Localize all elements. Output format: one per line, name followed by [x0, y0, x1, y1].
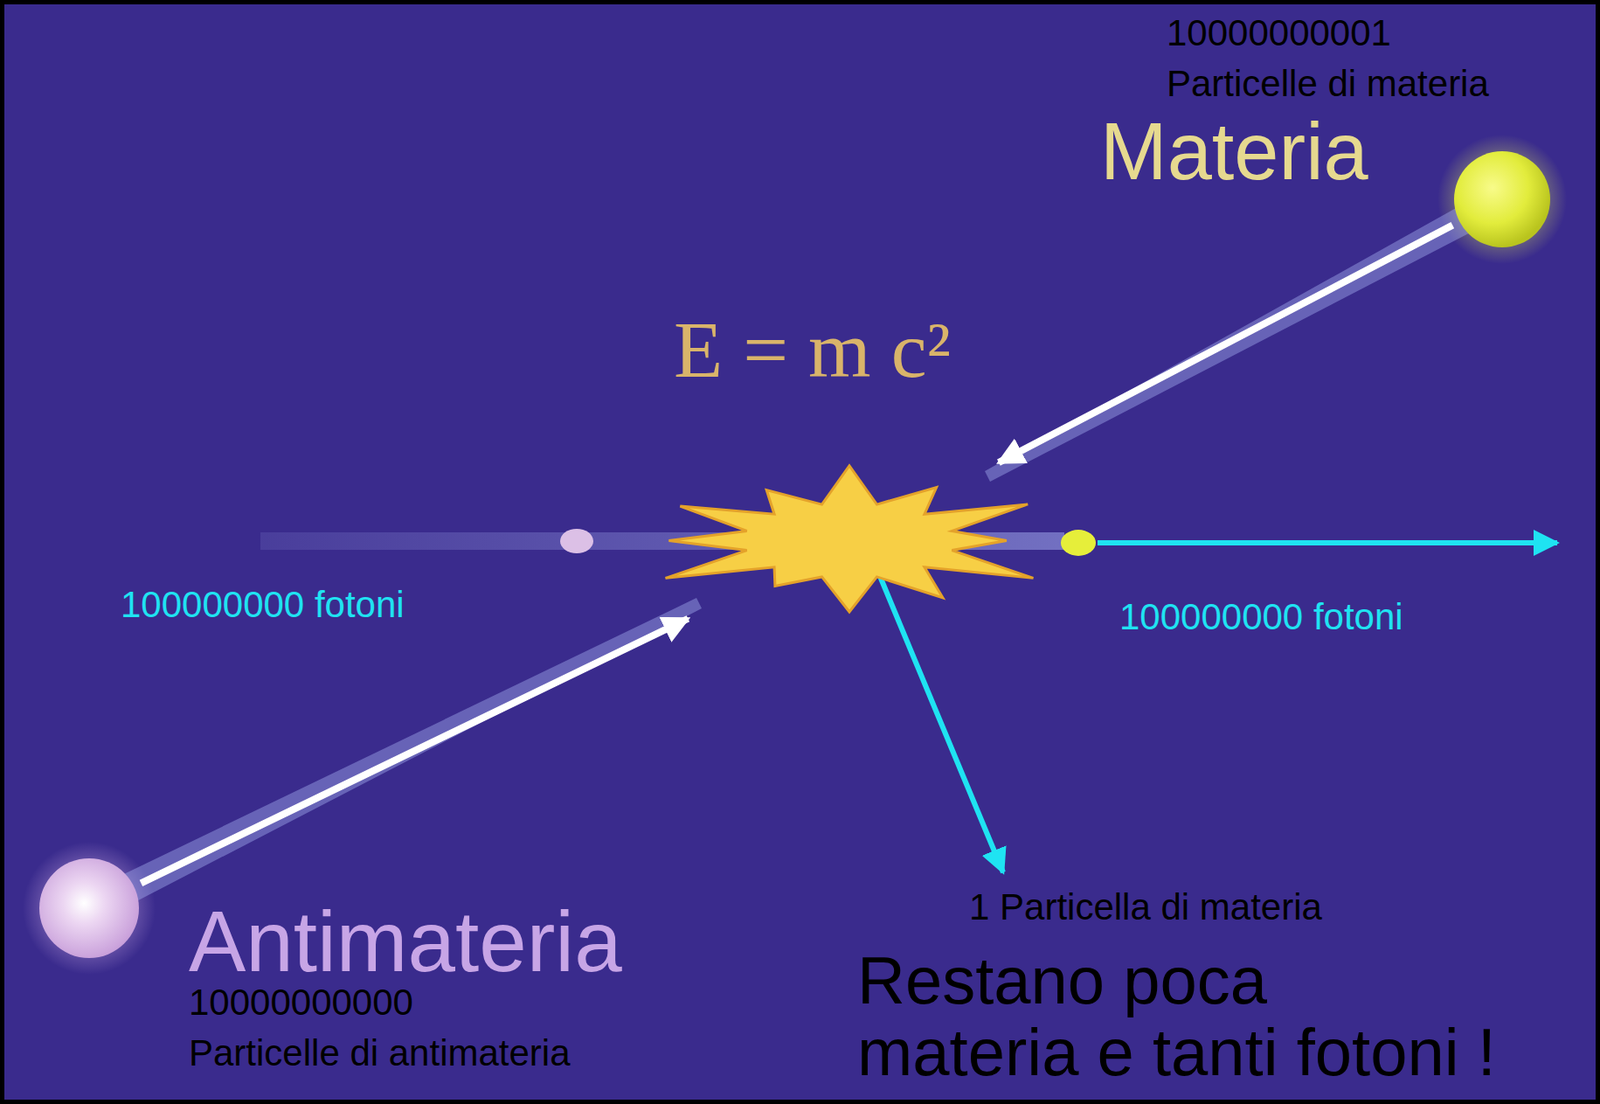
matter-blob: [1060, 529, 1096, 556]
photon-count: 100000000 fotoni: [1119, 595, 1404, 639]
matter-glow: [1437, 134, 1567, 264]
photon-arrow: [1097, 540, 1558, 546]
matter-arrow: [872, 559, 1004, 873]
particle-ball: [1454, 151, 1551, 248]
antimatter-glow: [22, 841, 156, 975]
matter-particle: Materia: [1453, 150, 1552, 249]
photon-count: 100000000 fotoni: [120, 582, 405, 627]
matter-beam: [984, 186, 1510, 482]
particle-count: 10000000001 Particelle di materia: [1166, 7, 1490, 110]
conclusion-note: Restano poca materia e tanti fotoni !: [857, 944, 1497, 1088]
particle-ball: [39, 858, 139, 958]
background: [4, 4, 1596, 1100]
flow-arrow: [998, 225, 1453, 463]
antimatter-heading: Antimateria: [188, 898, 623, 984]
particle-shape: [1453, 150, 1552, 249]
matter-heading: Materia: [1100, 110, 1369, 192]
burst-outline: [665, 465, 1034, 612]
annihilation-burst: E = m c²: [632, 464, 1067, 617]
particle-count: 10000000000 Particelle di antimateria: [188, 976, 571, 1079]
flow-arrow: [140, 618, 688, 884]
antimatter-blob: [560, 528, 594, 554]
antimatter-particle: Antimateria: [38, 857, 140, 959]
particle-count: 1 Particella di materia: [969, 885, 1323, 929]
particle-shape: [38, 857, 140, 959]
burst-shape: [632, 464, 1067, 617]
formula-label: E = m c²: [673, 309, 951, 390]
antimatter-beam: [82, 597, 702, 922]
